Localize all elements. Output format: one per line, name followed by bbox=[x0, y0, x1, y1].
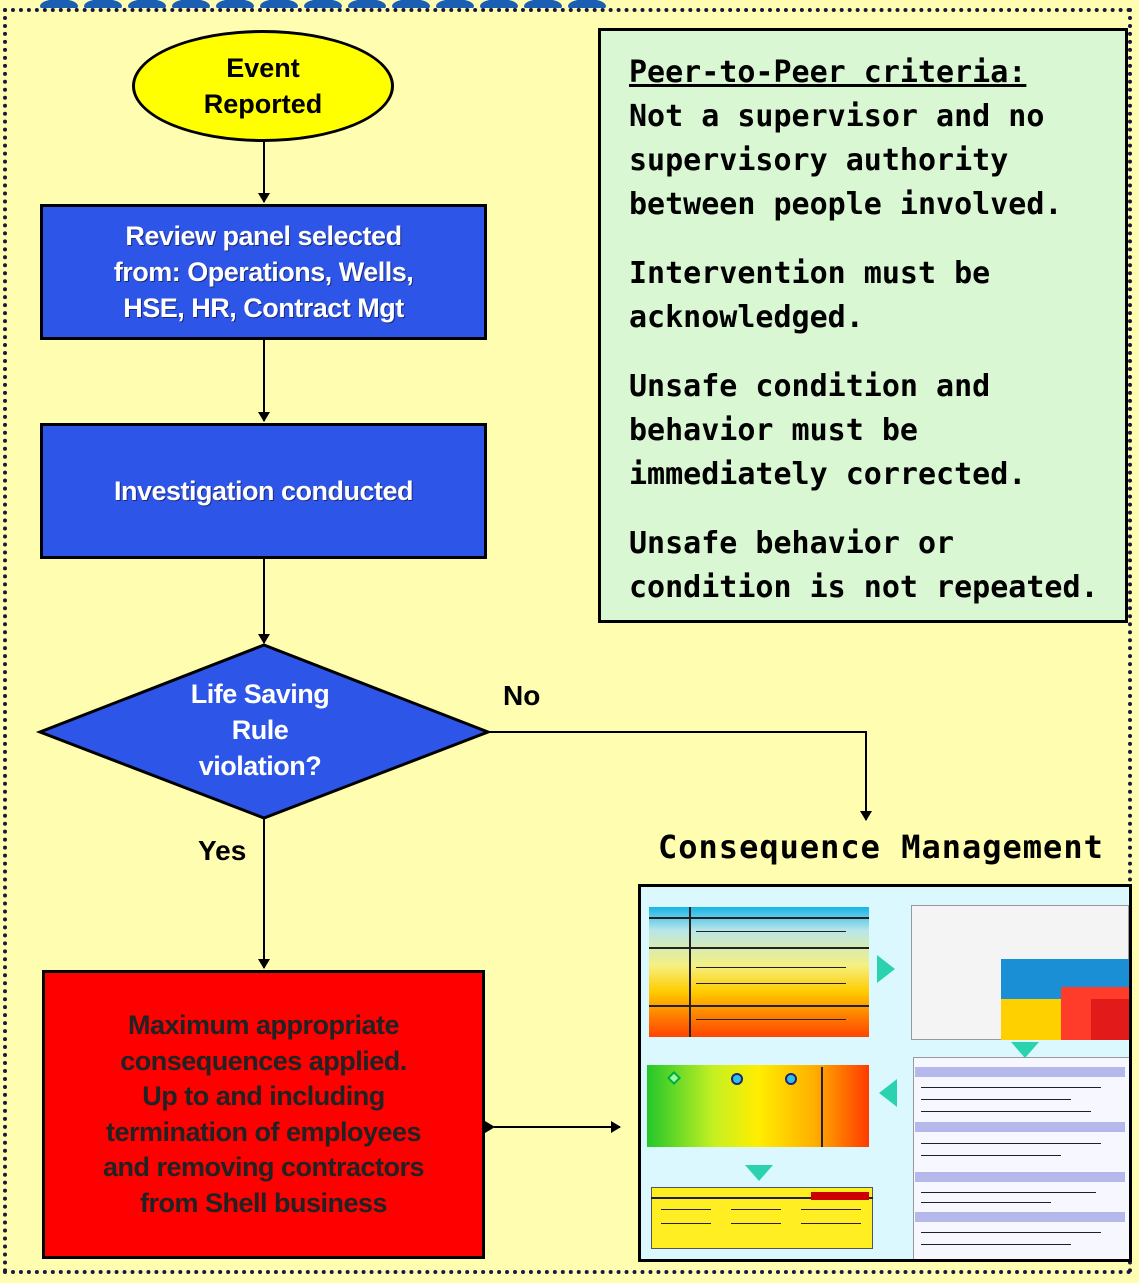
review-panel-line-2: from: Operations, Wells, bbox=[113, 257, 414, 287]
thumb-arrow-left-icon bbox=[879, 1079, 897, 1107]
thumb-arrow-right-icon bbox=[877, 955, 895, 983]
thumb-document bbox=[913, 1057, 1129, 1259]
review-panel-line-3: HSE, HR, Contract Mgt bbox=[123, 293, 404, 323]
yes-label: Yes bbox=[198, 835, 247, 866]
investigation-box: Investigation conducted bbox=[40, 423, 487, 559]
peer-criteria-panel: Peer-to-Peer criteria: Not a supervisor a… bbox=[598, 28, 1128, 623]
outcome-box: Maximum appropriate consequences applied… bbox=[42, 970, 485, 1259]
arrow-decision-no bbox=[488, 731, 872, 821]
criteria-item-4: Unsafe behavior or condition is not repe… bbox=[629, 526, 1099, 605]
review-panel-line-1: Review panel selected bbox=[125, 221, 402, 251]
investigation-label: Investigation conducted bbox=[113, 476, 414, 506]
thumb-process-strip bbox=[647, 1065, 869, 1147]
no-label: No bbox=[503, 680, 541, 711]
consequence-title: Consequence Management bbox=[658, 828, 1104, 866]
criteria-item-3: Unsafe condition and behavior must be im… bbox=[629, 369, 1027, 492]
criteria-item-2: Intervention must be acknowledged. bbox=[629, 256, 991, 335]
consequence-thumbnail bbox=[638, 884, 1132, 1262]
title-strip-remnant bbox=[40, 0, 640, 8]
criteria-item-1: Not a supervisor and no supervisory auth… bbox=[629, 99, 1063, 222]
criteria-heading: Peer-to-Peer criteria: bbox=[629, 55, 1027, 90]
slide-frame bbox=[3, 8, 1132, 1274]
thumb-gradient-table bbox=[649, 907, 869, 1037]
decision-label: Life Saving Rule violation? bbox=[190, 679, 330, 781]
thumb-arrow-down-icon-2 bbox=[745, 1165, 773, 1181]
thumb-arrow-down-icon-1 bbox=[1011, 1042, 1039, 1058]
review-panel-box: Review panel selected from: Operations, … bbox=[40, 204, 487, 340]
